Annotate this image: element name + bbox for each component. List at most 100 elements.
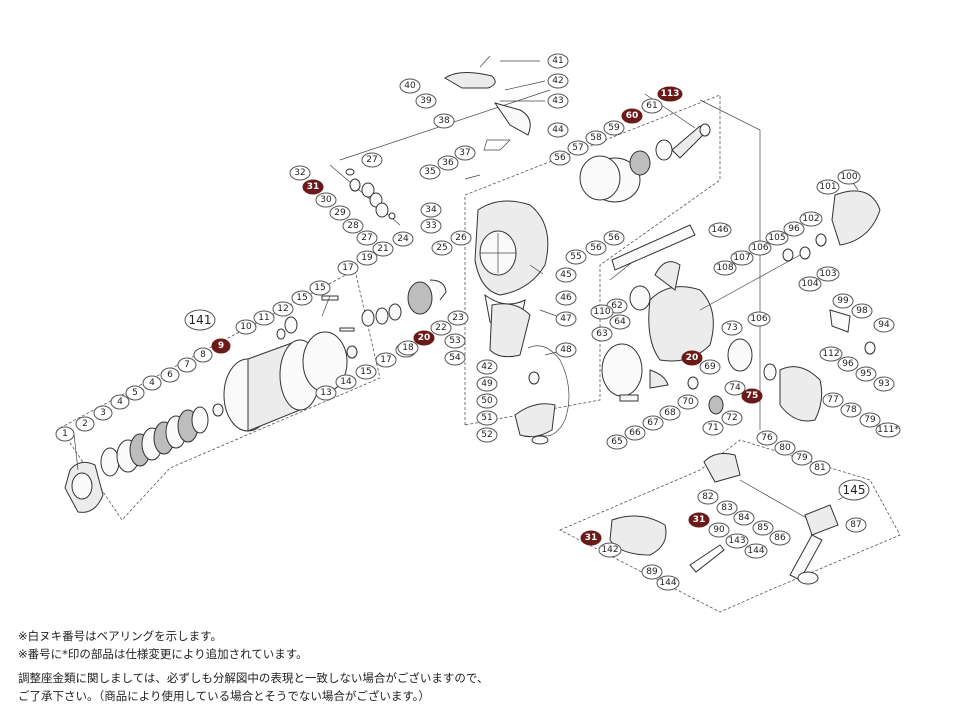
svg-text:105: 105 xyxy=(768,233,785,243)
part-label-77: 77 xyxy=(822,392,844,408)
part-label-68: 68 xyxy=(659,405,681,421)
part-label-144b: 144 xyxy=(744,543,768,559)
svg-text:65: 65 xyxy=(611,437,622,447)
part-label-2: 2 xyxy=(75,416,95,432)
svg-text:26: 26 xyxy=(455,233,467,243)
part-label-4b: 4 xyxy=(142,375,162,391)
svg-text:113: 113 xyxy=(661,89,680,99)
part-label-76: 76 xyxy=(756,430,778,446)
svg-text:95: 95 xyxy=(860,369,871,379)
part-label-29: 29 xyxy=(329,205,351,221)
spool-group-box xyxy=(59,269,381,521)
svg-text:73: 73 xyxy=(726,323,737,333)
svg-text:27: 27 xyxy=(361,233,372,243)
part-label-31c-bearing: 31 xyxy=(688,512,710,528)
part-label-89: 89 xyxy=(641,564,663,580)
svg-text:31: 31 xyxy=(585,533,598,543)
part-label-96a: 96 xyxy=(837,356,859,372)
part-label-94: 94 xyxy=(873,317,895,333)
svg-text:84: 84 xyxy=(738,513,750,523)
svg-text:67: 67 xyxy=(647,418,658,428)
part-label-78: 78 xyxy=(840,402,862,418)
part-label-74: 74 xyxy=(724,380,746,396)
svg-text:94: 94 xyxy=(878,320,890,330)
svg-text:101: 101 xyxy=(819,182,836,192)
part-label-10: 10 xyxy=(235,319,257,335)
part-label-90: 90 xyxy=(708,522,730,538)
part-label-4: 4 xyxy=(110,394,130,410)
part-label-28: 28 xyxy=(342,218,364,234)
main-shaft xyxy=(699,246,811,311)
svg-text:69: 69 xyxy=(704,362,716,372)
svg-text:56: 56 xyxy=(590,243,602,253)
svg-text:102: 102 xyxy=(802,214,819,224)
svg-text:36: 36 xyxy=(442,158,454,168)
part-label-21: 21 xyxy=(372,241,394,257)
part-label-146: 146 xyxy=(708,222,732,238)
drag-knob xyxy=(64,461,104,513)
part-label-53: 53 xyxy=(444,333,466,349)
svg-text:46: 46 xyxy=(560,293,572,303)
svg-text:21: 21 xyxy=(377,244,388,254)
svg-text:64: 64 xyxy=(614,317,626,327)
part-label-32: 32 xyxy=(289,165,311,181)
svg-text:111*: 111* xyxy=(877,425,899,435)
svg-text:39: 39 xyxy=(420,96,432,106)
part-label-104: 104 xyxy=(798,276,822,292)
body-group-box xyxy=(464,94,721,426)
svg-text:57: 57 xyxy=(572,143,583,153)
svg-text:66: 66 xyxy=(629,428,641,438)
svg-text:31: 31 xyxy=(693,515,706,525)
part-label-108: 108 xyxy=(713,260,737,276)
part-label-106b: 106 xyxy=(747,311,771,327)
svg-text:79: 79 xyxy=(796,453,808,463)
part-label-13: 13 xyxy=(315,385,337,401)
rotor xyxy=(474,200,549,358)
part-label-18: 18 xyxy=(397,340,419,356)
part-label-56b: 56 xyxy=(585,240,607,256)
drag-washers xyxy=(100,403,224,477)
part-label-33: 33 xyxy=(420,218,442,234)
part-label-111: 111* xyxy=(875,422,901,438)
svg-text:33: 33 xyxy=(425,221,436,231)
part-label-99: 99 xyxy=(832,293,854,309)
part-label-61: 61 xyxy=(641,98,663,114)
svg-text:96: 96 xyxy=(842,359,854,369)
part-label-80: 80 xyxy=(774,440,796,456)
rotor-small-parts xyxy=(361,279,447,327)
svg-text:12: 12 xyxy=(277,304,288,314)
part-label-34: 34 xyxy=(420,202,442,218)
svg-text:38: 38 xyxy=(438,116,450,126)
part-label-27a: 27 xyxy=(361,152,383,168)
svg-text:48: 48 xyxy=(560,345,572,355)
part-label-48: 48 xyxy=(555,342,577,358)
part-label-100: 100 xyxy=(837,169,861,185)
part-label-36: 36 xyxy=(437,155,459,171)
part-label-63: 63 xyxy=(591,326,613,342)
part-label-64: 64 xyxy=(609,314,631,330)
part-label-6: 6 xyxy=(160,367,180,383)
part-label-19: 19 xyxy=(356,250,378,266)
part-label-110: 110 xyxy=(590,304,614,320)
part-label-85: 85 xyxy=(752,520,774,536)
svg-text:141: 141 xyxy=(189,313,212,327)
svg-text:2: 2 xyxy=(82,419,88,429)
svg-text:14: 14 xyxy=(340,377,352,387)
svg-text:106: 106 xyxy=(751,243,768,253)
part-label-60-bearing: 60 xyxy=(621,108,643,124)
svg-text:55: 55 xyxy=(570,252,581,262)
svg-text:77: 77 xyxy=(827,395,838,405)
svg-text:11: 11 xyxy=(258,313,269,323)
svg-text:80: 80 xyxy=(779,443,791,453)
svg-text:70: 70 xyxy=(682,397,694,407)
part-label-15a: 15 xyxy=(291,290,313,306)
svg-text:32: 32 xyxy=(294,168,305,178)
part-label-30: 30 xyxy=(315,192,337,208)
part-label-27b: 27 xyxy=(356,230,378,246)
part-label-51: 51 xyxy=(476,410,498,426)
spool-small-parts xyxy=(276,295,358,359)
svg-text:63: 63 xyxy=(596,329,607,339)
spool xyxy=(223,331,348,432)
svg-text:59: 59 xyxy=(608,123,620,133)
